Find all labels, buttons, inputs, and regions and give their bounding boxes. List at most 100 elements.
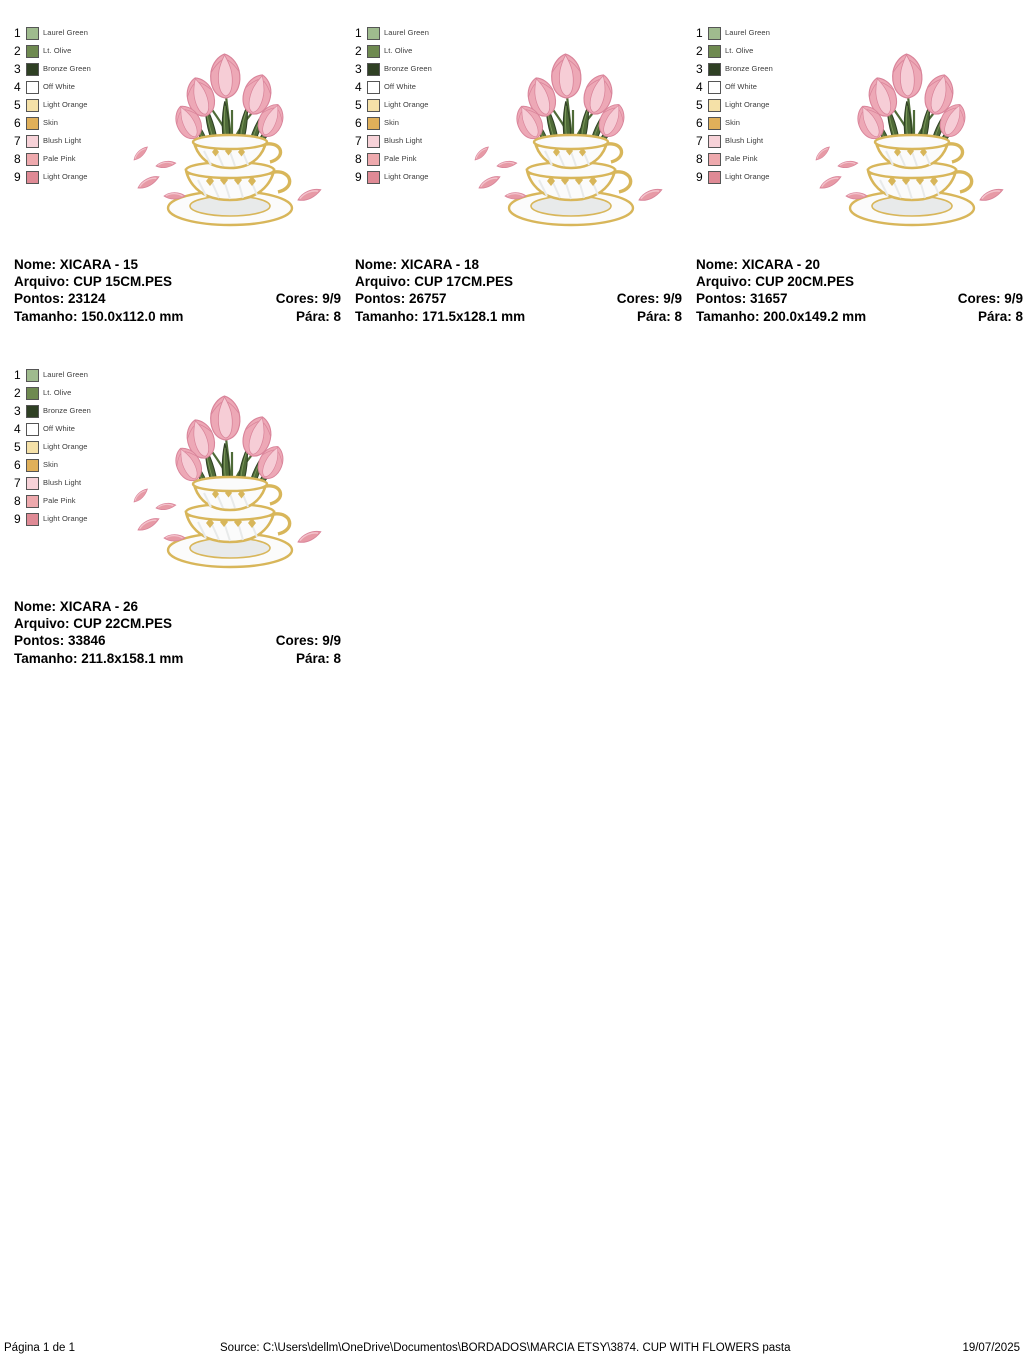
legend-color-name: Laurel Green (43, 28, 88, 37)
design-stitches: Pontos: 26757 (355, 291, 447, 307)
legend-color-name: Light Orange (43, 514, 88, 523)
color-swatch (26, 512, 39, 526)
legend-number: 6 (14, 458, 21, 472)
legend-number: 7 (14, 476, 21, 490)
legend-number: 8 (14, 494, 21, 508)
legend-number: 4 (14, 422, 21, 436)
footer-source-path: Source: C:\Users\dellm\OneDrive\Document… (220, 1342, 791, 1354)
legend-color-name: Bronze Green (384, 64, 432, 73)
info-line: Arquivo: CUP 17CM.PES (355, 273, 682, 290)
embroidery-preview (802, 38, 1022, 233)
design-colors: Cores: 9/9 (275, 633, 341, 649)
color-swatch (26, 404, 39, 418)
color-swatch (708, 152, 721, 166)
design-colors: Cores: 9/9 (275, 291, 341, 307)
design-size: Tamanho: 211.8x158.1 mm (14, 650, 184, 666)
design-stitches: Pontos: 23124 (14, 291, 106, 307)
legend-row: 5 Light Orange (355, 96, 467, 114)
legend-color-name: Lt. Olive (43, 46, 72, 55)
design-colors: Cores: 9/9 (616, 291, 682, 307)
legend-number: 4 (14, 80, 21, 94)
legend-number: 5 (14, 98, 21, 112)
footer-date: 19/07/2025 (962, 1342, 1020, 1354)
color-swatch (367, 152, 380, 166)
info-line: Tamanho: 211.8x158.1 mm Pára: 8 (14, 650, 341, 667)
legend-color-name: Bronze Green (43, 406, 91, 415)
color-swatch (708, 170, 721, 184)
legend-color-name: Bronze Green (43, 64, 91, 73)
legend-color-name: Skin (725, 118, 740, 127)
design-size: Tamanho: 150.0x112.0 mm (14, 308, 184, 324)
color-swatch (367, 170, 380, 184)
legend-row: 3 Bronze Green (355, 60, 467, 78)
design-stops: Pára: 8 (295, 650, 341, 666)
legend-color-name: Light Orange (725, 172, 770, 181)
embroidery-preview (120, 38, 340, 233)
color-swatch (26, 62, 39, 76)
legend-number: 5 (355, 98, 362, 112)
color-swatch (708, 44, 721, 58)
legend-number: 6 (696, 116, 703, 130)
color-swatch (367, 98, 380, 112)
color-swatch (708, 26, 721, 40)
design-name: Nome: XICARA - 20 (696, 257, 821, 272)
legend-color-name: Light Orange (384, 100, 429, 109)
legend-number: 1 (14, 26, 21, 40)
footer-page-number: Página 1 de 1 (4, 1342, 75, 1354)
legend-color-name: Bronze Green (725, 64, 773, 73)
color-swatch (26, 458, 39, 472)
legend-color-name: Light Orange (725, 100, 770, 109)
color-swatch (26, 440, 39, 454)
color-swatch (26, 152, 39, 166)
legend-color-name: Laurel Green (384, 28, 429, 37)
color-swatch (367, 116, 380, 130)
color-swatch (26, 116, 39, 130)
design-file: Arquivo: CUP 15CM.PES (14, 274, 173, 290)
legend-color-name: Blush Light (725, 136, 764, 145)
legend-number: 5 (14, 440, 21, 454)
legend-number: 8 (14, 152, 21, 166)
legend-color-name: Lt. Olive (384, 46, 413, 55)
color-swatch (367, 44, 380, 58)
design-file: Arquivo: CUP 17CM.PES (355, 274, 514, 290)
legend-color-name: Blush Light (43, 136, 82, 145)
legend-number: 3 (696, 62, 703, 76)
legend-number: 3 (355, 62, 362, 76)
page-footer: Página 1 de 1 Source: C:\Users\dellm\One… (0, 1340, 1024, 1362)
color-swatch (367, 80, 380, 94)
design-stitches: Pontos: 31657 (696, 291, 788, 307)
legend-color-name: Skin (384, 118, 399, 127)
design-file: Arquivo: CUP 20CM.PES (696, 274, 855, 290)
color-swatch (708, 80, 721, 94)
color-swatch (26, 386, 39, 400)
color-swatch (26, 368, 39, 382)
color-swatch (26, 26, 39, 40)
